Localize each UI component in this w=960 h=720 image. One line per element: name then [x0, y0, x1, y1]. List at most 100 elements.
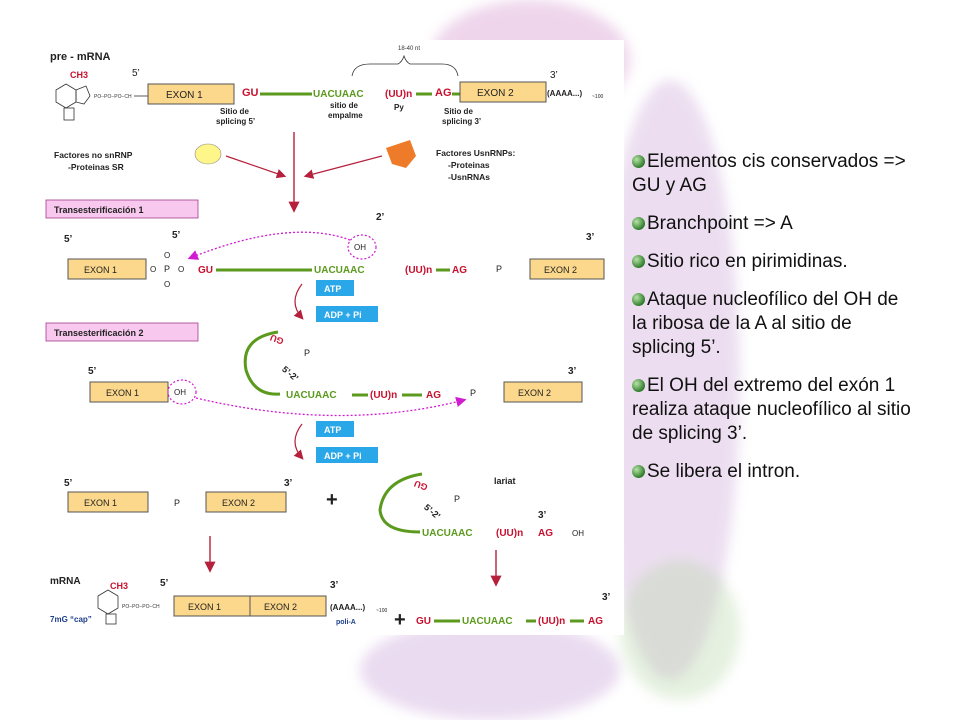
background-decoration: [620, 560, 740, 700]
ag-label: AG: [426, 390, 441, 401]
trans2-label: Transesterificación 2: [54, 328, 144, 338]
trans1-label: Transesterificación 1: [54, 205, 144, 215]
ag-label: AG: [588, 616, 603, 627]
lariat-loop: [243, 330, 281, 396]
branch-sequence: UACUAAC: [314, 265, 365, 276]
bullet-text: Ataque nucleofílico del OH de la ribosa …: [632, 289, 899, 358]
nucleophilic-attack-arrow: [187, 231, 351, 260]
sitio3-label-a: Sitio de: [444, 107, 473, 116]
mrna-label: mRNA: [50, 576, 81, 587]
adp-box: [316, 306, 378, 322]
ag-label: AG: [538, 528, 553, 539]
exon2-label: EXON 2: [264, 602, 297, 612]
exon2-box: [529, 258, 605, 280]
five-prime-label: 5’: [64, 478, 73, 489]
triphosphate-label: PO−PO−PO−CH: [94, 94, 132, 100]
three-prime-label: 3’: [586, 232, 595, 243]
polypyrimidine-label: (UU)n: [405, 265, 432, 276]
ch3-label: CH3: [70, 70, 88, 80]
oxygen: O: [150, 265, 156, 274]
exon1-label: EXON 1: [188, 602, 221, 612]
five-prime-label: 5’: [172, 230, 181, 241]
nt-range-brace: [351, 54, 459, 77]
branch-sequence: UACUAAC: [313, 89, 364, 100]
two-prime-label: 2’: [376, 212, 385, 223]
three-prime-label: 3’: [602, 592, 611, 603]
exon1-box: [67, 258, 147, 280]
polypyrimidine-label: (UU)n: [370, 390, 397, 401]
exon1-label: EXON 1: [166, 90, 203, 101]
usnrnp-label-b: -Proteinas: [448, 160, 490, 170]
exon1-box: [67, 491, 149, 513]
green-bullet-icon: [632, 465, 645, 478]
branch-sequence: UACUAAC: [286, 390, 337, 401]
three-prime-label: 3’: [538, 510, 547, 521]
ag-label: AG: [435, 87, 452, 99]
phosphate-group: P: [496, 264, 502, 274]
py-label: Py: [394, 103, 404, 112]
bullet-text: El OH del extremo del exón 1 realiza ata…: [632, 375, 911, 444]
polypyrimidine-label: (UU)n: [496, 528, 523, 539]
cap-label: 7mG “cap”: [50, 615, 92, 624]
bullet-item: Elementos cis conservados => GU y AG: [632, 150, 917, 198]
exon2-box: [249, 595, 327, 617]
plus-sign: +: [326, 489, 338, 511]
gu-label: GU: [198, 265, 213, 276]
oh-label: OH: [174, 388, 186, 397]
nt-range-label: 18-40 nt: [398, 46, 420, 52]
exon2-box: [459, 81, 547, 103]
oxygen: O: [164, 251, 170, 260]
bullet-item: Ataque nucleofílico del OH de la ribosa …: [632, 288, 917, 360]
three-prime-label: 3’: [330, 580, 339, 591]
poly-a-tail: (AAAA...): [547, 89, 582, 98]
bullet-text: Sitio rico en pirimidinas.: [647, 251, 848, 272]
flow-arrow: [225, 155, 287, 179]
phosphate-group: P: [164, 264, 170, 274]
atp-label: ATP: [324, 284, 341, 294]
triphosphate-label: PO−PO−PO−CH: [122, 604, 160, 610]
exon2-label: EXON 2: [518, 388, 551, 398]
polypyrimidine-label: (UU)n: [385, 89, 412, 100]
oh-label: OH: [354, 243, 366, 252]
atp-box: [316, 421, 354, 437]
gu-reversed-label: GU: [269, 332, 285, 346]
oxygen: O: [164, 280, 170, 289]
nucleophilic-attack-arrow: [195, 396, 467, 417]
green-bullet-icon: [632, 293, 645, 306]
adp-label: ADP + Pi: [324, 310, 362, 320]
five-two-link: 5’-2’: [422, 502, 442, 521]
pre-mrna-label: pre - mRNA: [50, 51, 111, 63]
exon2-box: [503, 381, 583, 403]
five-prime-label: 5’: [88, 366, 97, 377]
atp-arrow: [293, 283, 304, 320]
exon2-box: [205, 491, 287, 513]
adp-box: [316, 447, 378, 463]
green-bullet-icon: [632, 379, 645, 392]
exon2-label: EXON 2: [477, 88, 514, 99]
atp-box: [316, 280, 354, 296]
gu-label: GU: [242, 87, 259, 99]
oh-highlight: [347, 234, 377, 260]
green-bullet-icon: [632, 255, 645, 268]
five-two-link: 5’-2’: [280, 364, 300, 383]
three-prime-label: 3’: [284, 478, 293, 489]
phosphate-group: P: [174, 498, 180, 508]
oxygen: O: [178, 265, 184, 274]
five-prime-label: 5’: [64, 234, 73, 245]
adp-label: ADP + Pi: [324, 451, 362, 461]
sitio5-label-b: splicing 5’: [216, 117, 255, 126]
three-prime-label: 3’: [568, 366, 577, 377]
five-prime-label: 5’: [160, 578, 169, 589]
exon1-label: EXON 1: [106, 388, 139, 398]
poly-a-tail: (AAAA...): [330, 603, 365, 612]
gu-label: GU: [416, 616, 431, 627]
branch-sequence: UACUAAC: [462, 616, 513, 627]
sr-protein-icon: [194, 143, 222, 165]
splicing-diagram: pre - mRNA CH3 PO−PO−PO−CH 5’ EXON 1 GU …: [40, 40, 624, 635]
background-decoration: [360, 620, 620, 720]
exon1-label: EXON 1: [84, 265, 117, 275]
exon1-box: [147, 83, 235, 105]
lariat-loop: [378, 472, 423, 534]
ch3-label: CH3: [110, 581, 128, 591]
green-bullet-icon: [632, 155, 645, 168]
